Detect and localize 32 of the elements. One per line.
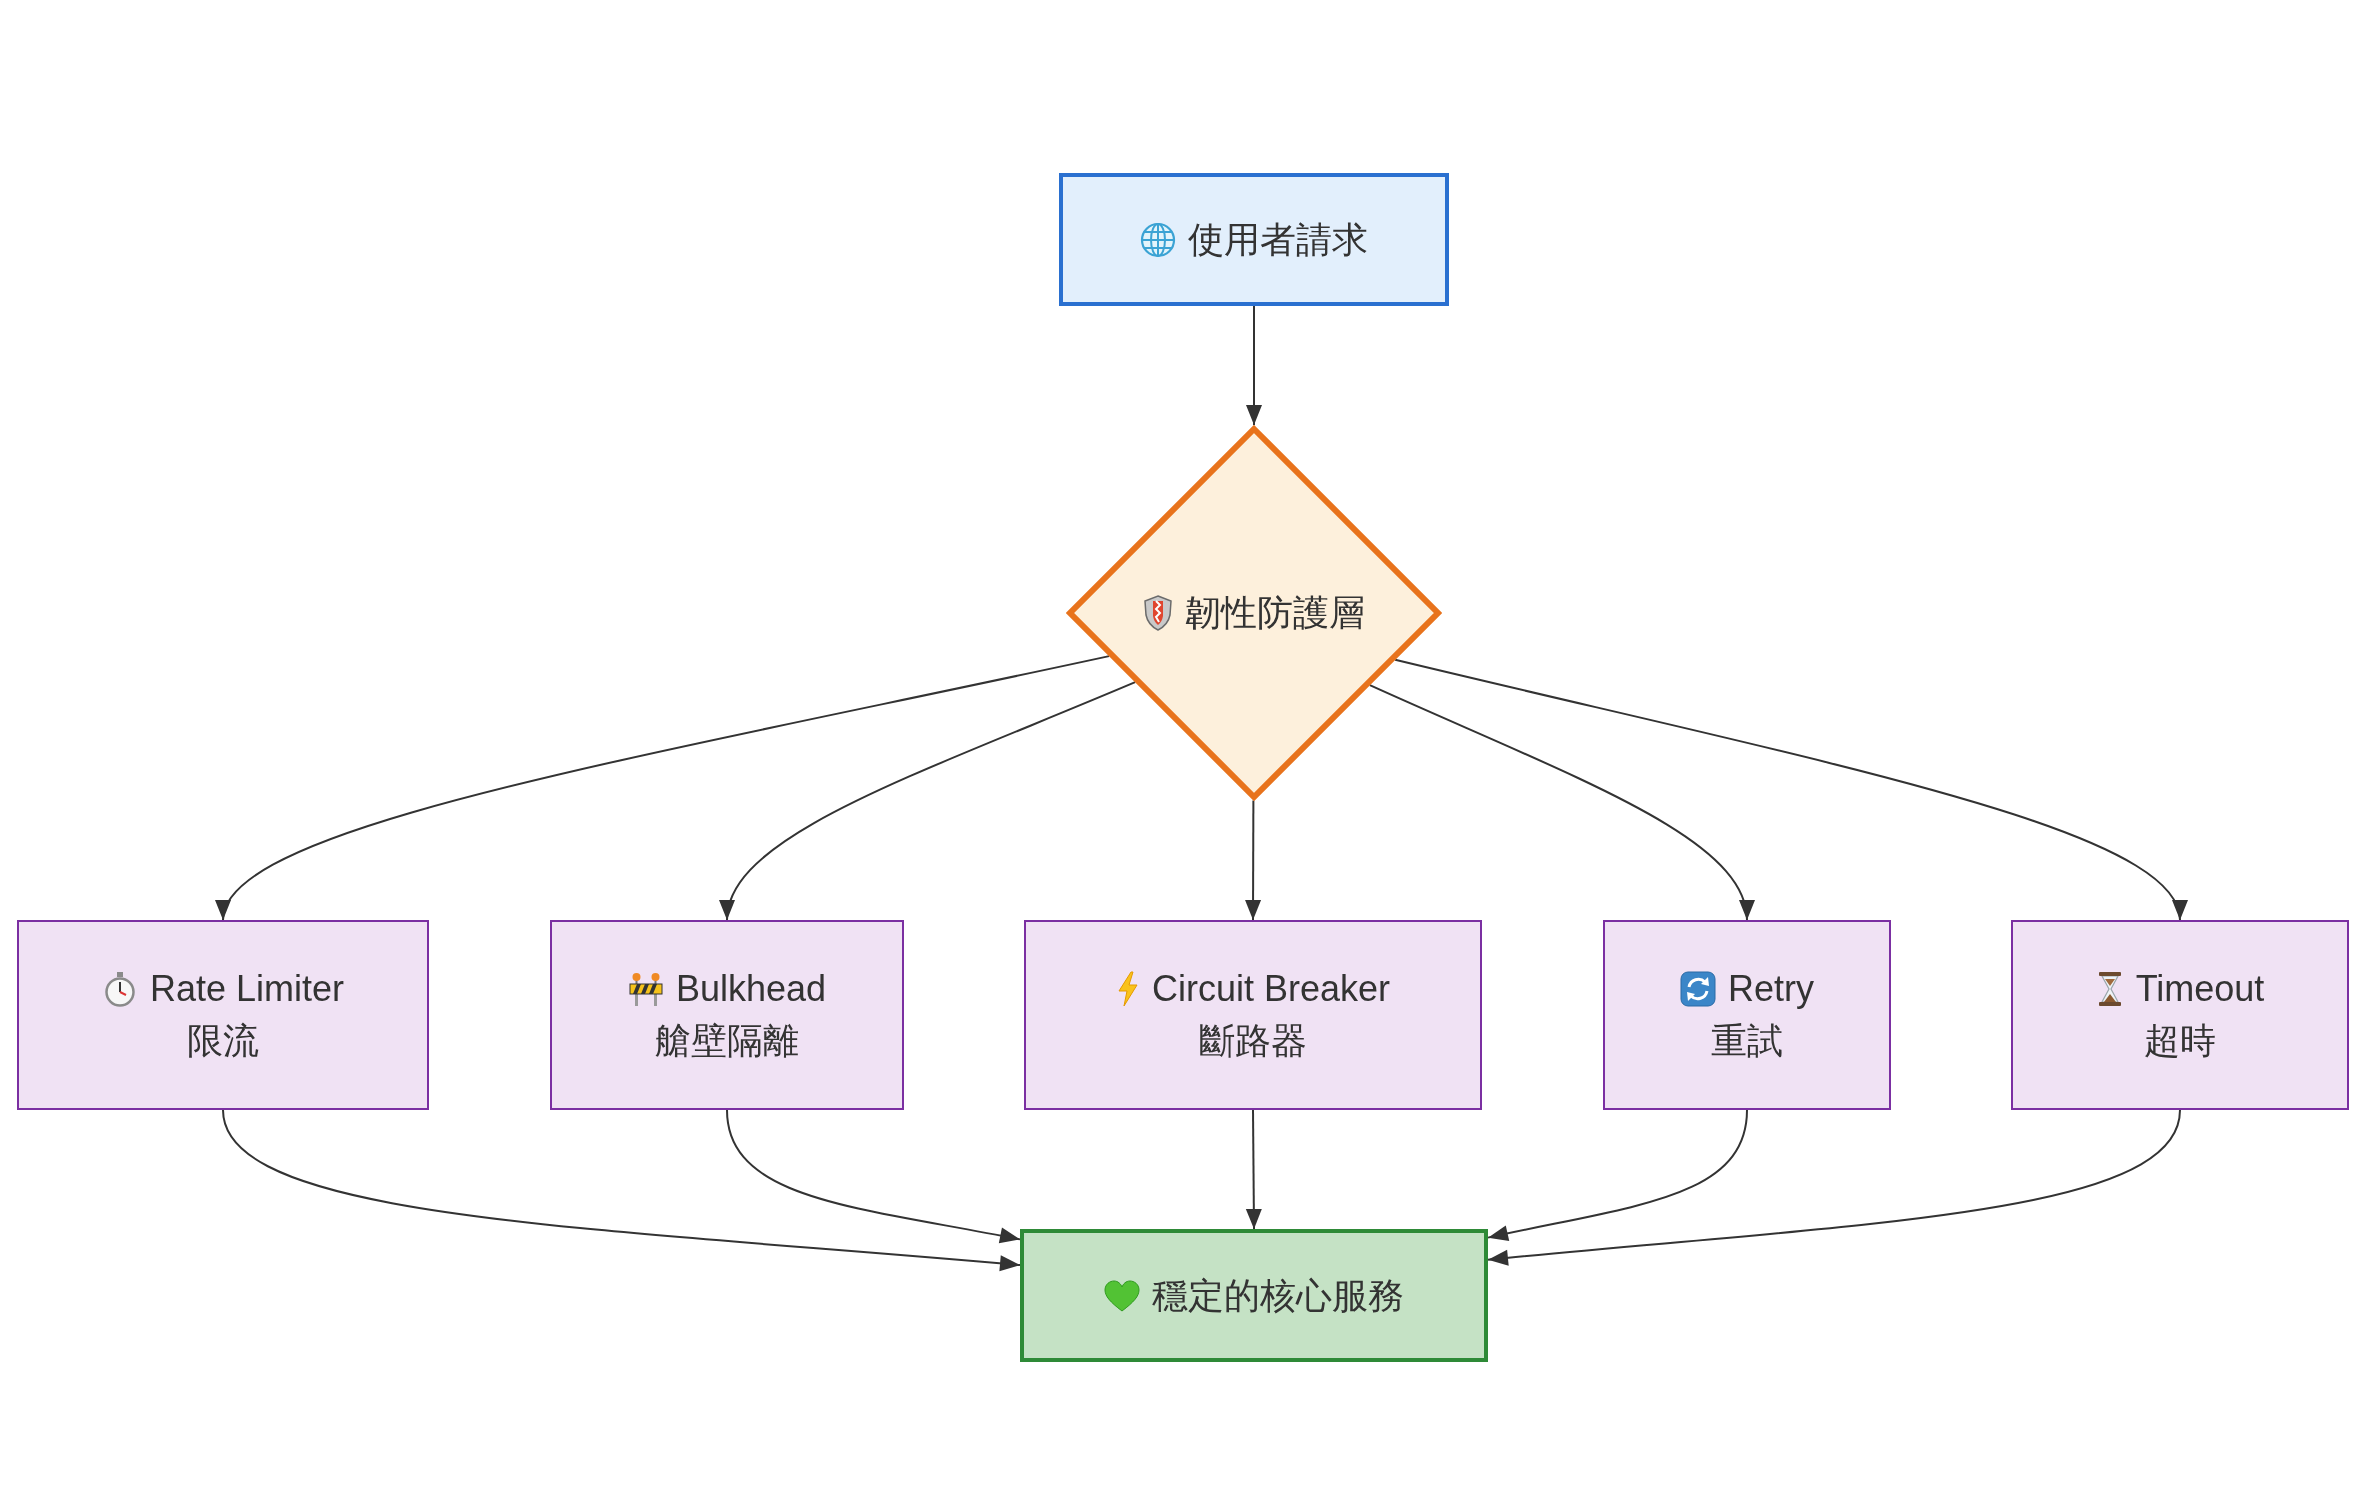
process-box [550, 920, 904, 1110]
arrow [1487, 1109, 2181, 1266]
process-box [1024, 920, 1482, 1110]
node-sublabel: 艙壁隔離 [655, 1019, 799, 1063]
node-sublabel: 限流 [187, 1019, 259, 1063]
decision-diamond [1066, 425, 1442, 801]
arrow [215, 655, 1111, 921]
arrow [1487, 1109, 1748, 1242]
arrow [1245, 799, 1262, 921]
arrow [726, 1109, 1021, 1244]
node-sublabel: 斷路器 [1199, 1019, 1307, 1063]
node-label: 穩定的核心服務 [1152, 1273, 1404, 1318]
process-box [2011, 920, 2349, 1110]
node-label: Timeout [2135, 967, 2265, 1011]
process-box [17, 920, 429, 1110]
arrow [1368, 684, 1755, 921]
node-label: Retry [1728, 967, 1814, 1011]
arrow [222, 1109, 1021, 1272]
arrow [719, 681, 1137, 921]
arrow [1246, 305, 1262, 426]
node-label: Circuit Breaker [1151, 967, 1391, 1011]
node-label: 韌性防護層 [1185, 591, 1365, 635]
node-label: 使用者請求 [1188, 217, 1368, 262]
process-box [1603, 920, 1891, 1110]
arrow [1245, 1109, 1262, 1230]
arrow [1394, 658, 2188, 921]
node-label: Rate Limiter [149, 967, 345, 1011]
node-sublabel: 超時 [2144, 1019, 2216, 1063]
node-sublabel: 重試 [1711, 1019, 1783, 1063]
process-box [1020, 1229, 1488, 1362]
process-box [1059, 173, 1449, 306]
node-label: Bulkhead [675, 967, 827, 1011]
